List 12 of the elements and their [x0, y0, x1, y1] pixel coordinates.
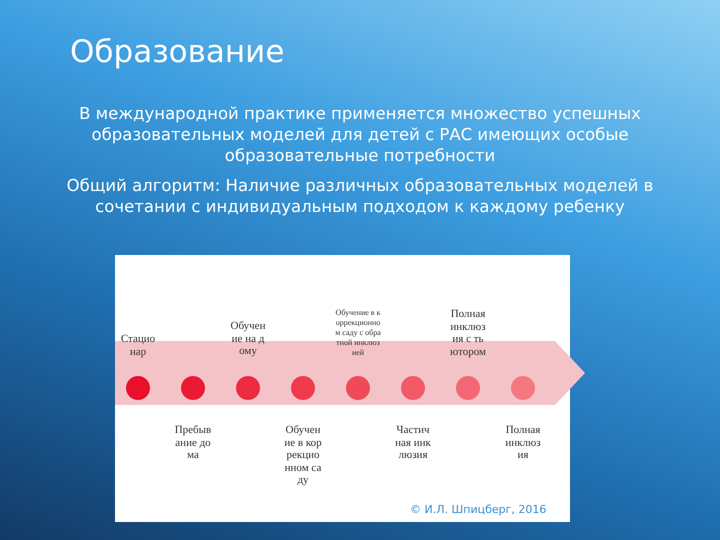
stage-label: Обучение в коррекционном саду [284, 424, 322, 486]
stage-label: Полная инклюзия [504, 424, 542, 462]
stage-label: Обучение на дому [230, 320, 266, 358]
stage-label: Пребывание дома [174, 424, 212, 462]
body-text: Общий алгоритм: Наличие различных образовательных моделей в сочетании с индивидуальным подходом к каждому ребенку [66, 175, 654, 217]
stage-label: Полная инклюзия с тьютором [449, 308, 487, 358]
stage-label: Частичная инклюзия [394, 424, 432, 462]
body-text: В международной практике применяется множество успешных образовательных моделей для детей с РАС имеющих особые образовательные потребности [78, 103, 642, 166]
stage-label: Стационар [120, 333, 156, 358]
slide-title: Образование [70, 34, 284, 70]
copyright-note: © И.Л. Шпицберг, 2016 [410, 503, 546, 516]
stage-label: Обучение в коррекционном саду с обратной инклюзией [335, 308, 381, 358]
